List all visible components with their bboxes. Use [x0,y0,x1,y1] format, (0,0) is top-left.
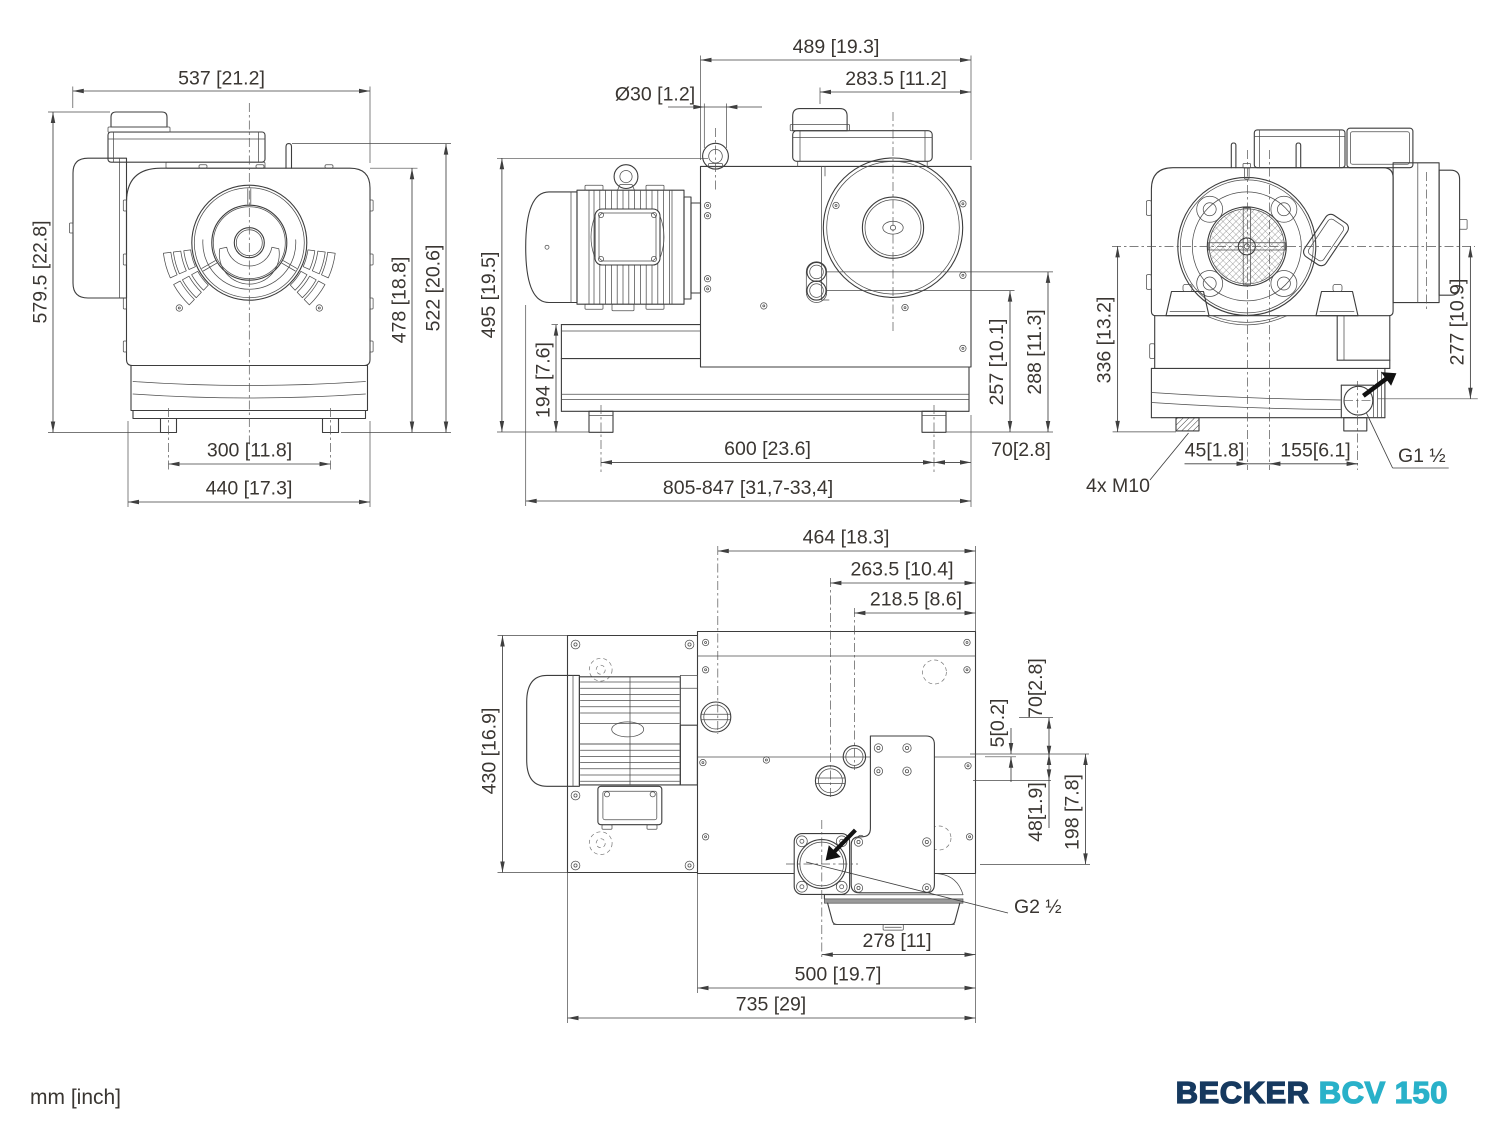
top-dims: 464 [18.3] 263.5 [10.4] 218.5 [8.6] 430 … [479,527,1090,1023]
top-junction-box [597,785,663,830]
dim-top-offset-48: 48[1.9] [1025,782,1047,842]
dim-top-width-263: 263.5 [10.4] [850,559,953,581]
dim-side-overall-length: 805-847 [31,7-33,4] [663,477,833,499]
rear-motor [1392,162,1468,304]
front-view [69,103,374,471]
brand-name: BECKER [1176,1075,1310,1110]
dim-rear-port-height: 277 [10.9] [1447,279,1469,366]
dim-side-base-height: 194 [7.6] [533,342,555,418]
label-top-port-thread: G2 ½ [1014,896,1062,918]
dim-rear-center-height: 336 [13.2] [1094,297,1116,384]
front-motor-silencer-assembly [69,111,266,299]
top-silencer-tray [823,873,964,931]
dim-front-overall-width: 537 [21.2] [178,68,265,90]
top-view [526,546,1009,960]
brand-logo: BECKER BCV 150 [1176,1075,1448,1110]
dim-front-base-width: 440 [17.3] [206,478,293,500]
dim-side-separator-offset: 283.5 [11.2] [845,68,947,90]
dim-top-width-464: 464 [18.3] [803,527,890,549]
dim-side-height: 495 [19.5] [478,252,500,339]
rear-dims: 336 [13.2] 277 [10.9] 45[1.8] 155[6.1] G… [1086,246,1478,497]
dim-side-port-upper: 288 [11.3] [1024,309,1046,394]
dim-top-base-length: 735 [29] [736,994,806,1016]
dim-top-body-length: 500 [19.7] [795,964,882,986]
side-separator [789,108,933,167]
units-note: mm [inch] [30,1086,121,1109]
dim-front-foot-spacing: 300 [11.8] [207,440,292,462]
front-dims: 537 [21.2] 579.5 [22.8] 478 [18.8] 522 [… [30,68,451,507]
top-cover-plate [850,735,935,894]
dim-front-body-height: 478 [18.8] [389,257,411,344]
dim-side-eye-diameter: Ø30 [1.2] [615,84,695,106]
dim-front-eyebolt-height: 522 [20.6] [423,245,445,332]
top-motor [526,674,681,787]
rear-view [1112,127,1475,470]
dim-front-total-height: 579.5 [22.8] [30,220,52,323]
dim-top-depth: 430 [16.9] [479,708,501,795]
side-view [525,108,972,473]
side-sight-glass-ports [805,261,828,303]
dim-rear-offset-155: 155[6.1] [1280,440,1350,462]
dim-top-offset-198: 198 [7.8] [1062,774,1084,850]
side-base-tank [560,324,970,412]
dim-side-port-lower: 257 [10.1] [986,319,1008,406]
dim-top-width-218: 218.5 [8.6] [870,589,962,611]
dim-rear-offset-45: 45[1.8] [1185,440,1245,462]
side-motor [525,164,685,312]
dim-top-offset-5: 5[0.2] [987,699,1009,748]
side-dims: 489 [19.3] 283.5 [11.2] Ø30 [1.2] 495 [1… [478,36,1053,507]
label-rear-port-thread: G1 ½ [1398,445,1446,467]
dim-side-foot-offset: 70[2.8] [991,439,1051,461]
model-name: BCV 150 [1319,1075,1448,1110]
dim-top-flange-offset: 278 [11] [862,930,931,952]
dim-top-offset-70: 70[2.8] [1025,658,1047,718]
dim-side-length-top: 489 [19.3] [793,36,880,58]
front-vent-grilles [163,249,336,306]
label-rear-mounting: 4x M10 [1086,475,1150,497]
dim-side-foot-spacing: 600 [23.6] [724,438,811,460]
